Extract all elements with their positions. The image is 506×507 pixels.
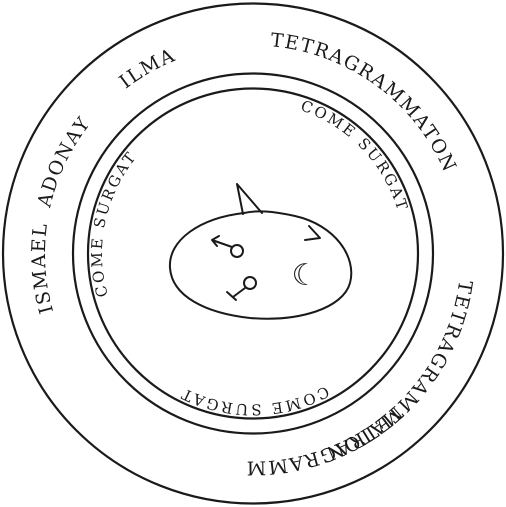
svg-text:COME SURGAT: COME SURGAT: [298, 97, 412, 215]
mars-arrow-stroke: [212, 236, 232, 247]
sigil-spike: [237, 184, 262, 214]
central-figure: ☾: [170, 184, 351, 319]
venus-cross: [227, 288, 245, 300]
outer-word-ilma: ILMA: [115, 44, 179, 93]
moon-icon: ☾: [292, 258, 319, 293]
inner-word-come-surgat-bottom: COME SURGAT: [177, 382, 332, 418]
sigil-body: [170, 211, 351, 318]
inner-word-come-surgat-left: COME SURGAT: [88, 147, 141, 299]
svg-text:COME SURGAT: COME SURGAT: [177, 382, 332, 418]
inner-word-come-surgat-right: COME SURGAT: [298, 97, 412, 215]
outer-word-adonay: ADONAY: [33, 112, 95, 210]
outer-word-ismael: ISMAEL: [28, 221, 58, 316]
svg-text:ISMAEL: ISMAEL: [28, 221, 58, 316]
middle-ring: [73, 74, 433, 434]
sigil-arrowhead: [305, 226, 320, 240]
svg-text:ADONAY: ADONAY: [33, 112, 95, 210]
svg-text:COME SURGAT: COME SURGAT: [88, 147, 141, 299]
mars-circle: [231, 245, 243, 257]
outer-ring: [3, 4, 503, 504]
svg-text:ILMA: ILMA: [115, 44, 179, 93]
venus-circle: [244, 277, 256, 289]
